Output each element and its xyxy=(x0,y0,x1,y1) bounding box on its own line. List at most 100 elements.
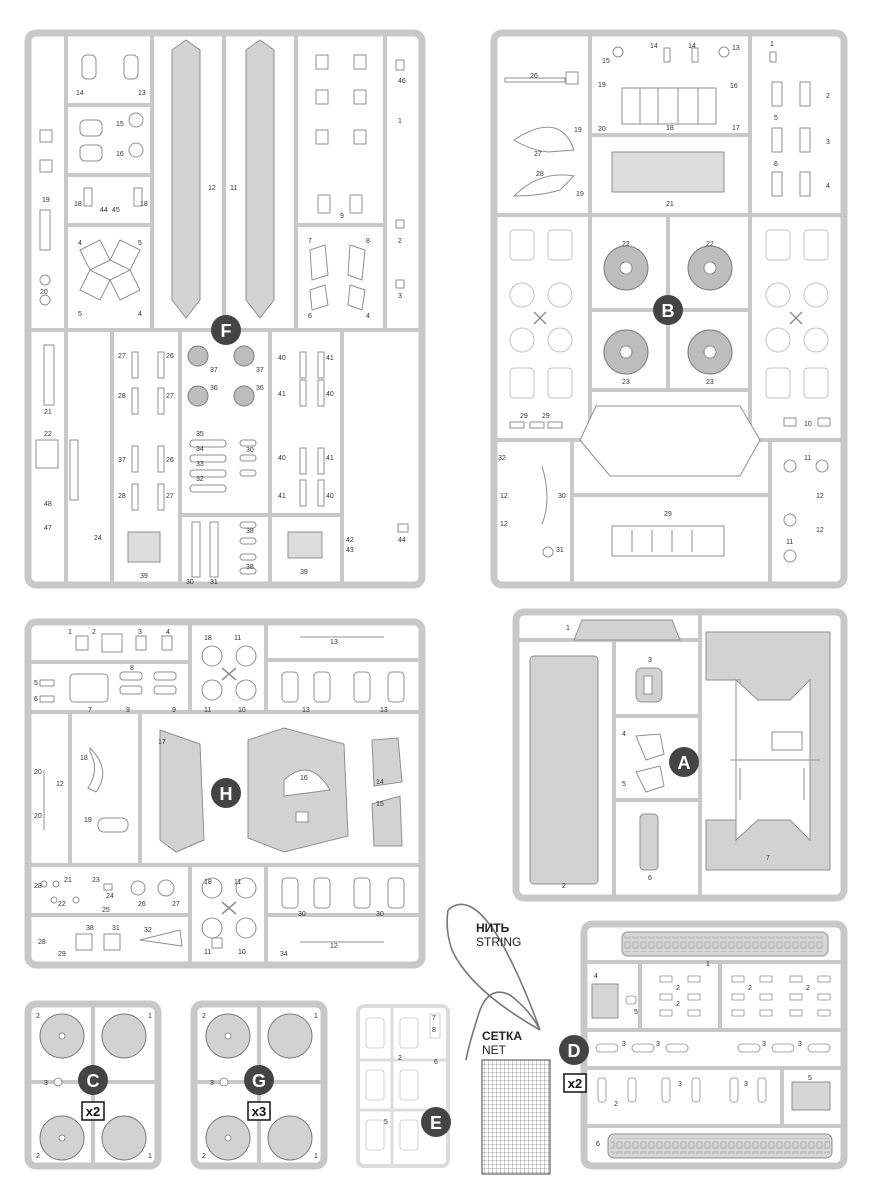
svg-text:23: 23 xyxy=(92,877,100,884)
svg-text:40: 40 xyxy=(326,493,334,500)
svg-text:12: 12 xyxy=(56,781,64,788)
svg-text:48: 48 xyxy=(44,501,52,508)
svg-text:8: 8 xyxy=(366,238,370,245)
svg-text:18: 18 xyxy=(80,755,88,762)
svg-text:27: 27 xyxy=(166,493,174,500)
svg-text:28: 28 xyxy=(118,493,126,500)
svg-text:27: 27 xyxy=(118,353,126,360)
svg-text:36: 36 xyxy=(256,385,264,392)
sprue-a-frame xyxy=(512,608,848,902)
svg-text:45: 45 xyxy=(112,207,120,214)
svg-text:11: 11 xyxy=(204,707,211,714)
svg-text:10: 10 xyxy=(804,421,812,428)
svg-text:15: 15 xyxy=(376,801,384,808)
svg-text:13: 13 xyxy=(138,90,146,97)
svg-text:30: 30 xyxy=(298,911,306,918)
svg-text:38: 38 xyxy=(246,564,254,571)
svg-text:3: 3 xyxy=(44,1080,48,1087)
svg-text:6: 6 xyxy=(34,696,38,703)
svg-text:40: 40 xyxy=(278,355,286,362)
svg-text:30: 30 xyxy=(558,493,566,500)
svg-text:11: 11 xyxy=(234,635,241,642)
svg-text:29: 29 xyxy=(664,511,672,518)
svg-text:11: 11 xyxy=(204,949,211,956)
svg-text:27: 27 xyxy=(172,901,180,908)
svg-text:2: 2 xyxy=(202,1013,206,1020)
svg-text:12: 12 xyxy=(330,943,338,950)
svg-text:33: 33 xyxy=(196,461,204,468)
svg-text:4: 4 xyxy=(166,629,170,636)
svg-text:1: 1 xyxy=(314,1153,318,1160)
svg-text:14: 14 xyxy=(76,90,84,97)
svg-text:18: 18 xyxy=(204,879,212,886)
svg-text:20: 20 xyxy=(598,126,606,133)
svg-text:2: 2 xyxy=(202,1153,206,1160)
svg-text:39: 39 xyxy=(300,569,308,576)
svg-text:19: 19 xyxy=(598,82,606,89)
svg-text:5: 5 xyxy=(138,240,142,247)
svg-text:3: 3 xyxy=(648,657,652,664)
svg-text:34: 34 xyxy=(196,446,204,453)
svg-text:5: 5 xyxy=(78,311,82,318)
svg-text:4: 4 xyxy=(826,183,830,190)
svg-text:20: 20 xyxy=(34,813,42,820)
net-label-ru: СЕТКА xyxy=(482,1029,522,1043)
svg-text:32: 32 xyxy=(196,476,204,483)
string-part: НИТЬ STRING xyxy=(446,903,541,1061)
svg-text:18: 18 xyxy=(666,125,674,132)
svg-text:1: 1 xyxy=(770,41,774,48)
svg-text:47: 47 xyxy=(44,525,52,532)
svg-text:16: 16 xyxy=(300,775,308,782)
svg-text:16: 16 xyxy=(116,151,124,158)
svg-text:31: 31 xyxy=(112,925,120,932)
svg-text:11: 11 xyxy=(804,455,811,462)
svg-text:13: 13 xyxy=(330,639,338,646)
svg-text:24: 24 xyxy=(94,535,102,542)
svg-text:3: 3 xyxy=(138,629,142,636)
sprue-g-badge: G xyxy=(244,1065,274,1095)
svg-text:H: H xyxy=(220,784,233,804)
svg-text:1: 1 xyxy=(398,118,402,125)
svg-text:28: 28 xyxy=(34,883,42,890)
svg-text:9: 9 xyxy=(172,707,176,714)
svg-text:7: 7 xyxy=(432,1015,436,1022)
svg-text:2: 2 xyxy=(562,883,566,890)
sprue-c-badge: C xyxy=(78,1065,108,1095)
svg-text:B: B xyxy=(662,301,675,321)
svg-text:26: 26 xyxy=(530,73,538,80)
sprue-h-frame xyxy=(24,618,426,969)
svg-text:28: 28 xyxy=(536,171,544,178)
svg-text:4: 4 xyxy=(622,731,626,738)
svg-text:4: 4 xyxy=(366,313,370,320)
svg-text:x2: x2 xyxy=(86,1104,100,1119)
svg-text:24: 24 xyxy=(106,893,114,900)
svg-text:3: 3 xyxy=(826,139,830,146)
svg-text:12: 12 xyxy=(500,493,508,500)
svg-text:F: F xyxy=(221,321,232,341)
net-label-en: NET xyxy=(482,1043,507,1057)
svg-text:12: 12 xyxy=(208,185,216,192)
svg-text:2: 2 xyxy=(676,1001,680,1008)
svg-text:11: 11 xyxy=(786,539,793,546)
svg-text:11: 11 xyxy=(234,879,241,886)
svg-text:13: 13 xyxy=(380,707,388,714)
svg-text:43: 43 xyxy=(346,547,354,554)
svg-text:22: 22 xyxy=(44,431,52,438)
svg-text:6: 6 xyxy=(648,875,652,882)
svg-text:1: 1 xyxy=(68,629,72,636)
sprue-e-badge: E xyxy=(421,1107,451,1137)
sprue-b-frame xyxy=(490,29,848,589)
svg-text:12: 12 xyxy=(500,521,508,528)
svg-text:18: 18 xyxy=(74,201,82,208)
svg-text:12: 12 xyxy=(816,527,824,534)
svg-text:32: 32 xyxy=(144,927,152,934)
svg-text:41: 41 xyxy=(278,391,286,398)
svg-text:23: 23 xyxy=(622,379,630,386)
svg-text:13: 13 xyxy=(302,707,310,714)
svg-text:30: 30 xyxy=(186,579,194,586)
svg-text:31: 31 xyxy=(210,579,218,586)
svg-text:5: 5 xyxy=(622,781,626,788)
sprue-h-badge: H xyxy=(211,778,241,808)
svg-text:3: 3 xyxy=(656,1041,660,1048)
